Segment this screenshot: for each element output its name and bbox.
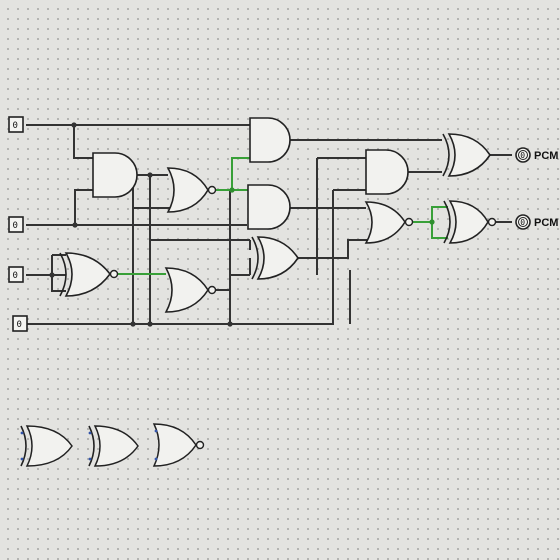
- svg-text:0: 0: [520, 151, 525, 160]
- xnor-gate-1[interactable]: [251, 236, 299, 280]
- wires: [26, 124, 512, 325]
- svg-text:0: 0: [13, 121, 18, 131]
- nor-gate-1[interactable]: [166, 167, 217, 213]
- xnor-gate-2[interactable]: [443, 200, 497, 244]
- svg-text:0: 0: [17, 320, 22, 330]
- and-gate-4[interactable]: [365, 149, 409, 195]
- input-pin-3[interactable]: 0: [8, 266, 24, 283]
- and-gate-1[interactable]: [92, 152, 138, 198]
- input-pin-2[interactable]: 0: [8, 216, 24, 233]
- active-wires: [117, 157, 448, 275]
- palette-nor-gate[interactable]: [152, 423, 205, 467]
- and-gate-3[interactable]: [247, 184, 291, 230]
- palette-xor-gate[interactable]: [20, 425, 73, 467]
- nor-gate-3[interactable]: [164, 267, 217, 313]
- output-pin-1[interactable]: 0 PCM: [515, 147, 558, 163]
- and-gate-2[interactable]: [249, 117, 291, 163]
- svg-text:PCM: PCM: [534, 150, 558, 162]
- nor-gate-2[interactable]: [59, 252, 119, 297]
- input-pin-1[interactable]: 0: [8, 116, 24, 133]
- input-pin-4[interactable]: 0: [12, 315, 28, 332]
- svg-text:0: 0: [520, 218, 525, 227]
- output-pin-2[interactable]: 0 PCM: [515, 214, 558, 230]
- xor-gate-1[interactable]: [442, 133, 491, 177]
- nor-gate-4[interactable]: [364, 201, 414, 244]
- palette-xnor-gate[interactable]: [88, 425, 139, 467]
- svg-text:0: 0: [13, 271, 18, 281]
- svg-text:PCM: PCM: [534, 217, 558, 229]
- svg-text:0: 0: [13, 221, 18, 231]
- junction-dots: [49, 122, 435, 327]
